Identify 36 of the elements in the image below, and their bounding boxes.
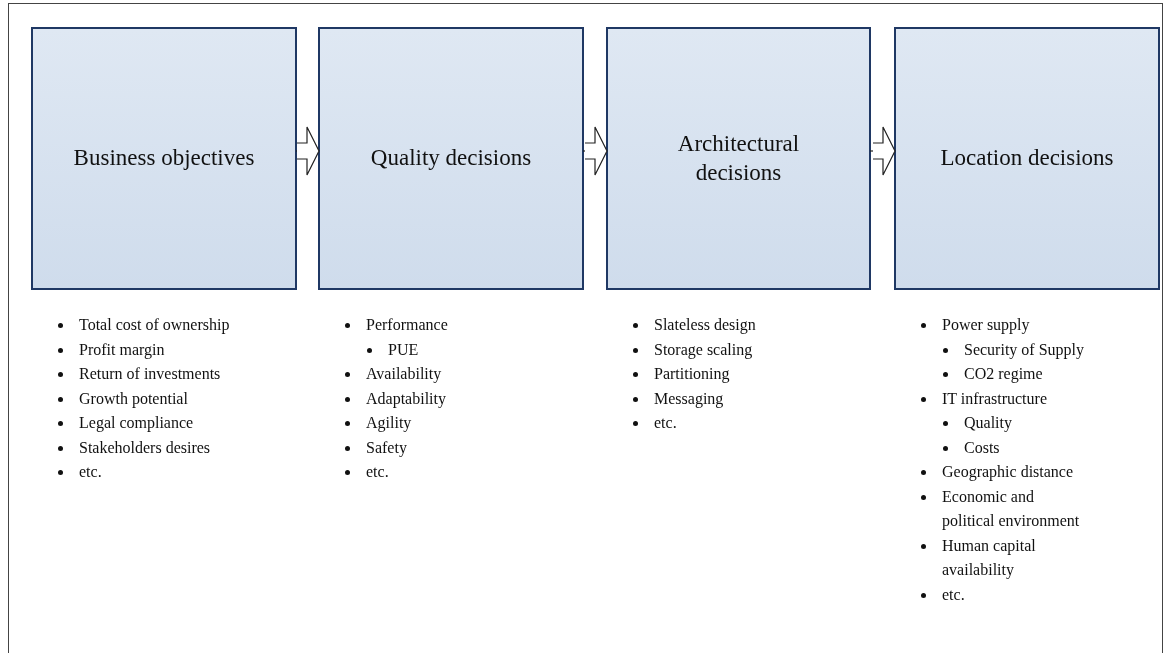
bullet-item: etc. bbox=[342, 460, 542, 485]
bullet-item: Performance bbox=[342, 313, 542, 338]
bullet-item: Growth potential bbox=[55, 386, 230, 411]
bullet-item: Economic and political environment bbox=[918, 484, 1088, 534]
bullet-item: Profit margin bbox=[55, 337, 230, 362]
bullet-item: Security of Supply bbox=[940, 337, 1088, 362]
bullet-item: Safety bbox=[342, 435, 542, 460]
bullet-item: Total cost of ownership bbox=[55, 313, 230, 338]
bullet-item: etc. bbox=[55, 460, 230, 485]
bullet-item: Return of investments bbox=[55, 362, 230, 387]
box-title: Business objectives bbox=[72, 144, 256, 173]
box-title: Architectural decisions bbox=[676, 129, 801, 187]
process-box bbox=[31, 27, 297, 290]
bullet-item: Storage scaling bbox=[630, 337, 830, 362]
bullet-item: PUE bbox=[364, 337, 542, 362]
bullet-item: Partitioning bbox=[630, 362, 830, 387]
box-title: Location decisions bbox=[939, 144, 1115, 173]
bullet-item: Costs bbox=[940, 435, 1088, 460]
bullet-item: Geographic distance bbox=[918, 460, 1088, 485]
bullet-item: Agility bbox=[342, 411, 542, 436]
process-box bbox=[318, 27, 584, 290]
bullet-item: Adaptability bbox=[342, 386, 542, 411]
bullet-item: CO2 regime bbox=[940, 362, 1088, 387]
box-title: Quality decisions bbox=[369, 144, 533, 173]
process-box bbox=[606, 27, 871, 290]
bullet-item: Slateless design bbox=[630, 313, 830, 338]
bullet-item: etc. bbox=[918, 582, 1088, 607]
bullet-item: Availability bbox=[342, 362, 542, 387]
bullet-item: Quality bbox=[940, 411, 1088, 436]
bullet-item: Stakeholders desires bbox=[55, 435, 230, 460]
bullet-item: Power supply bbox=[918, 313, 1088, 338]
bullet-item: etc. bbox=[630, 411, 830, 436]
process-box bbox=[894, 27, 1160, 290]
bullet-item: Messaging bbox=[630, 386, 830, 411]
bullet-item: IT infrastructure bbox=[918, 386, 1088, 411]
bullet-item: Legal compliance bbox=[55, 411, 230, 436]
